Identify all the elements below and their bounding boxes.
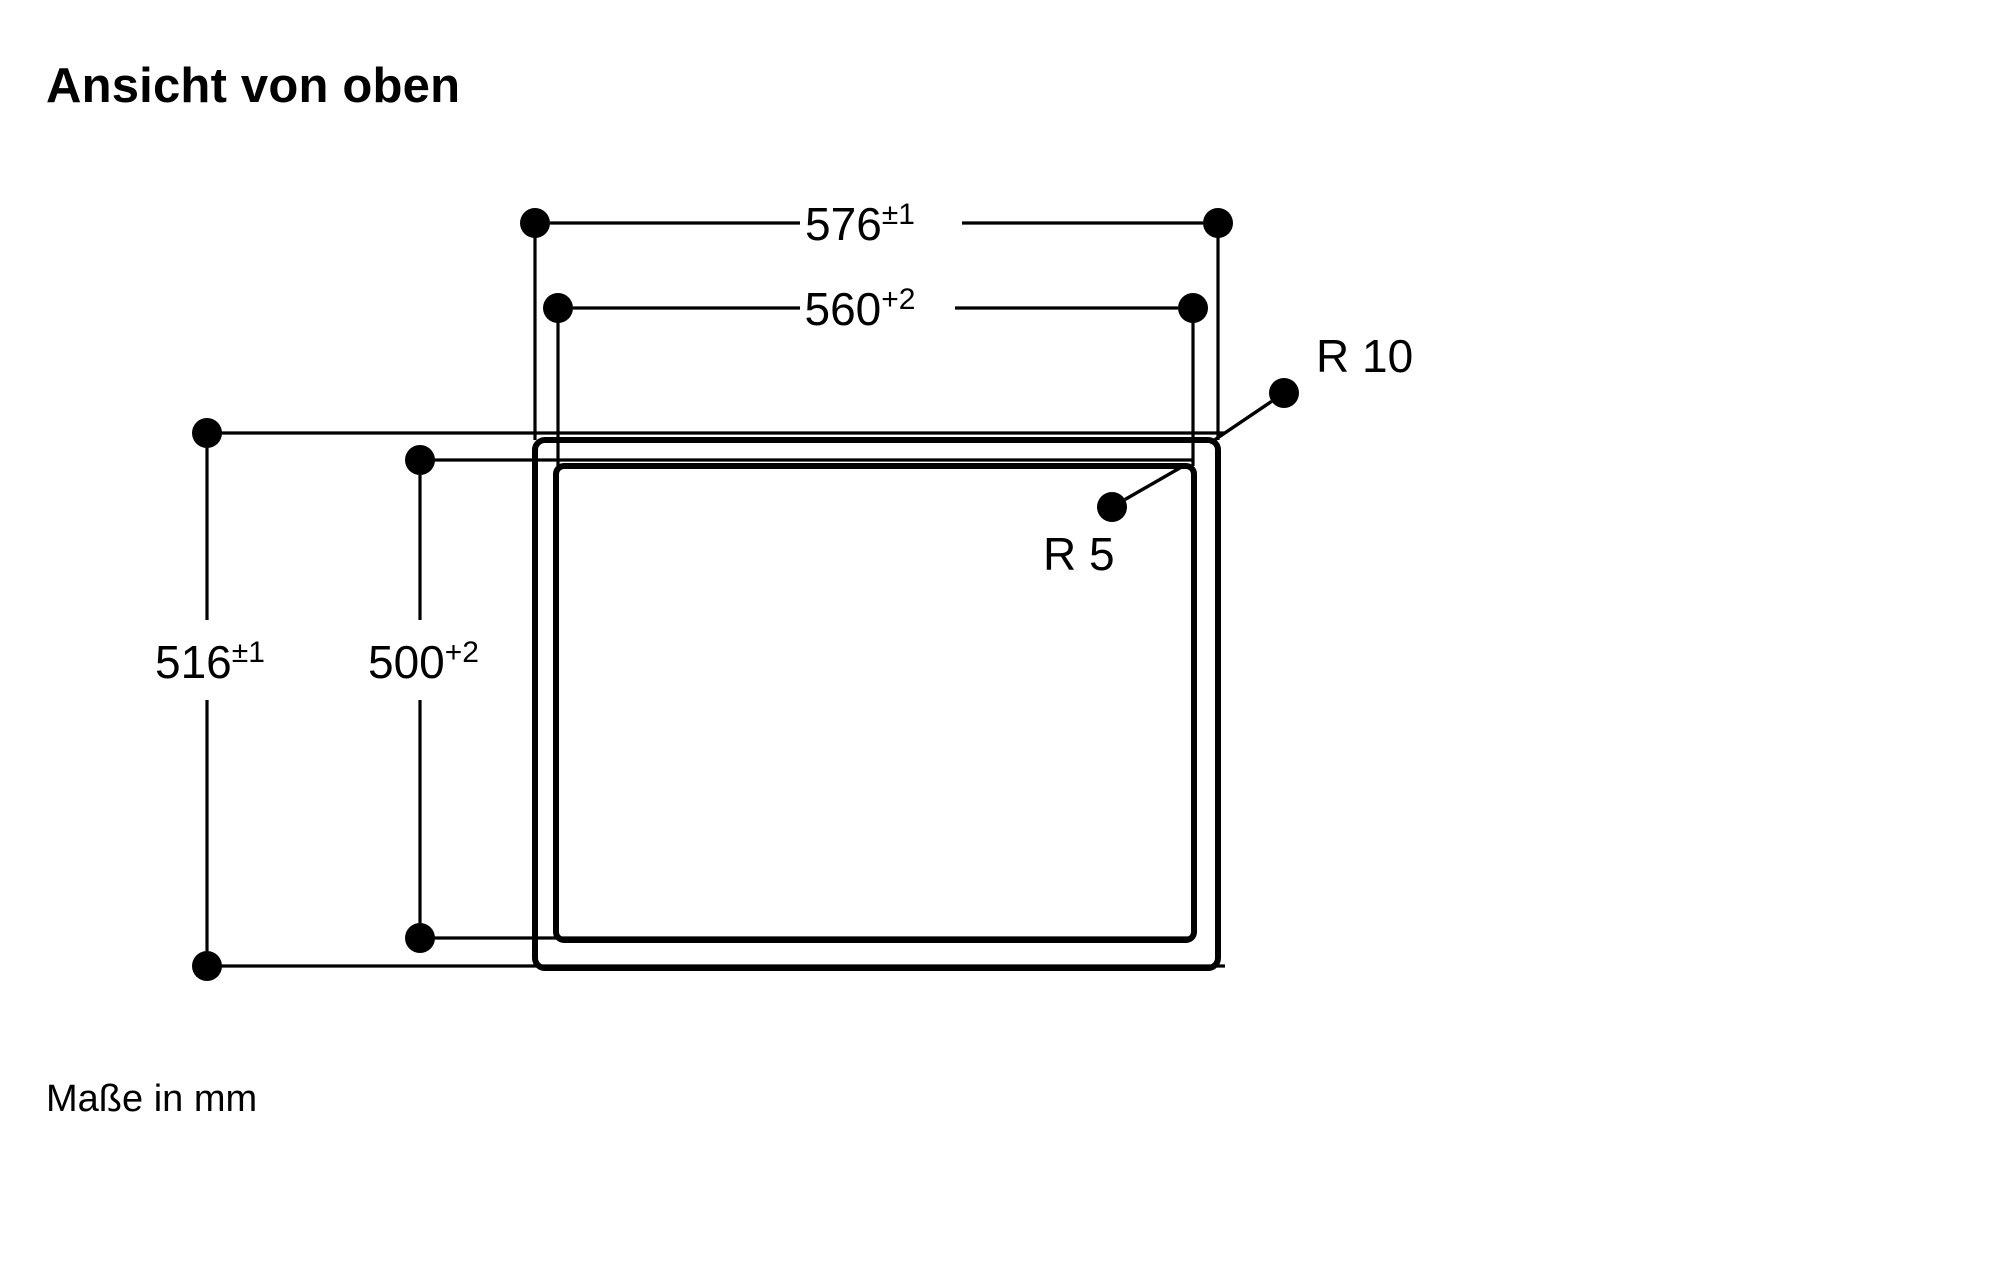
units-caption: Maße in mm xyxy=(46,1078,258,1120)
dimension-endpoint-dot xyxy=(543,293,573,323)
leader-line-r10 xyxy=(1209,399,1273,445)
dimension-width-cutout: 560+2 xyxy=(543,283,1208,466)
dimension-endpoint-dot xyxy=(405,923,435,953)
leader-dot-r10 xyxy=(1269,378,1299,408)
dimension-depth-cutout: 500+2 xyxy=(368,445,1192,953)
dimension-label-560: 560+2 xyxy=(805,283,916,335)
dimension-endpoint-dot xyxy=(520,208,550,238)
page-title: Ansicht von oben xyxy=(46,59,461,113)
radius-callout-r10: R 10 xyxy=(1209,330,1413,445)
dimension-label-516: 516±1 xyxy=(155,636,265,688)
dimension-label-576: 576±1 xyxy=(805,198,915,250)
leader-dot-r5 xyxy=(1097,492,1127,522)
dimension-endpoint-dot xyxy=(1178,293,1208,323)
dimension-endpoint-dot xyxy=(192,951,222,981)
leader-line-r5 xyxy=(1124,463,1186,501)
inner-rectangle xyxy=(553,463,1197,943)
dimension-endpoint-dot xyxy=(405,445,435,475)
dimension-endpoint-dot xyxy=(1203,208,1233,238)
dimension-width-outer: 576±1 xyxy=(520,198,1233,440)
radius-label-r5: R 5 xyxy=(1043,528,1115,580)
radius-label-r10: R 10 xyxy=(1316,330,1413,382)
dimension-label-500: 500+2 xyxy=(368,636,479,688)
dimension-endpoint-dot xyxy=(192,418,222,448)
outer-rectangle xyxy=(532,437,1221,971)
appliance-outline-group xyxy=(532,437,1221,971)
dimension-depth-outer: 516±1 xyxy=(155,418,1225,981)
radius-callout-r5: R 5 xyxy=(1043,463,1186,580)
